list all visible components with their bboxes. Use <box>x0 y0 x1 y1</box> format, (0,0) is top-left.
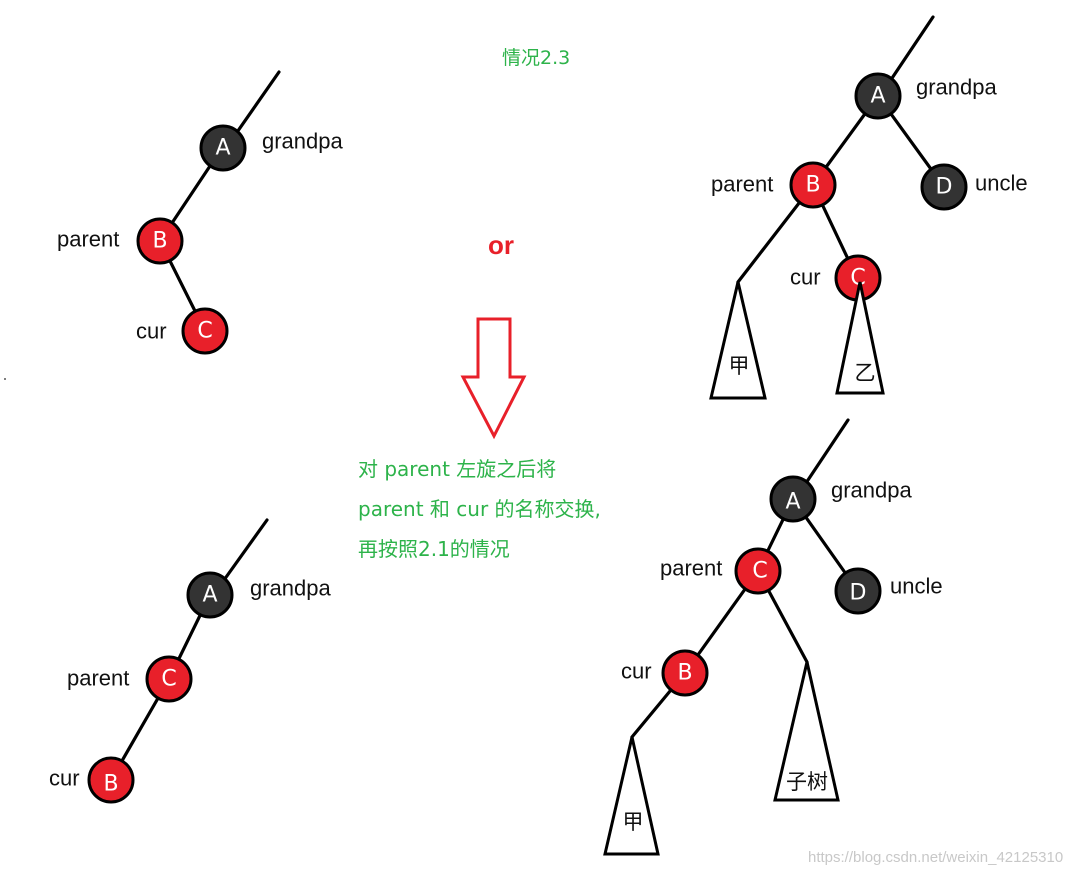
node-d <box>920 163 968 211</box>
node-c <box>181 307 229 355</box>
subtree-jia <box>603 736 660 856</box>
tree-top-left: A B C grandpa parent cur <box>57 70 344 355</box>
node-b <box>661 649 709 697</box>
uncle-label: uncle <box>890 574 943 599</box>
cur-label: cur <box>49 766 80 791</box>
parent-label: parent <box>660 556 722 581</box>
grandpa-label: grandpa <box>831 478 913 503</box>
node-a <box>199 124 247 172</box>
cur-label: cur <box>136 319 167 344</box>
parent-label: parent <box>711 172 773 197</box>
or-text: or <box>488 230 514 260</box>
tree-top-right: 甲 A B D C 乙 grandpa parent uncle cur <box>709 15 1028 400</box>
subtree-jia-label: 甲 <box>729 354 750 378</box>
stray-dot <box>4 378 6 380</box>
parent-label: parent <box>67 666 129 691</box>
node-c <box>145 655 193 703</box>
node-b-label: B <box>805 173 820 198</box>
node-b-label: B <box>677 661 692 686</box>
node-a-label: A <box>215 136 230 161</box>
node-a-label: A <box>785 490 800 515</box>
node-d-label: D <box>936 175 953 200</box>
node-c-label: C <box>161 667 176 692</box>
node-c-label: C <box>197 319 212 344</box>
node-a-label: A <box>202 583 217 608</box>
watermark-text: https://blog.csdn.net/weixin_42125310 <box>808 849 1063 866</box>
cur-label: cur <box>790 265 821 290</box>
node-d <box>834 567 882 615</box>
uncle-label: uncle <box>975 171 1028 196</box>
tree-bottom-right: 甲 子树 A C D B grandpa parent uncle cur <box>603 418 943 856</box>
down-arrow-icon <box>460 317 527 440</box>
node-a <box>186 571 234 619</box>
note-line-3: 再按照2.1的情况 <box>358 537 510 561</box>
subtree-yi-label: 乙 <box>855 361 876 385</box>
node-a-label: A <box>870 84 885 109</box>
node-b-label: B <box>103 772 118 797</box>
node-a <box>854 72 902 120</box>
grandpa-label: grandpa <box>250 576 332 601</box>
subtree-jia <box>709 281 767 400</box>
node-b <box>87 756 135 804</box>
case-title: 情况2.3 <box>502 47 570 69</box>
subtree-yi <box>835 281 885 395</box>
grandpa-label: grandpa <box>916 75 998 100</box>
subtree-jia-label: 甲 <box>623 810 644 834</box>
node-a <box>769 475 817 523</box>
subtree-zishu-label: 子树 <box>786 770 828 794</box>
node-c-label: C <box>752 559 767 584</box>
note-line-2: parent 和 cur 的名称交换, <box>358 497 601 521</box>
tree-bottom-left: A C B grandpa parent cur <box>49 518 332 804</box>
cur-label: cur <box>621 659 652 684</box>
parent-label: parent <box>57 227 119 252</box>
subtree-zishu <box>773 661 840 802</box>
note-line-1: 对 parent 左旋之后将 <box>358 457 556 481</box>
node-b <box>136 217 184 265</box>
node-b <box>789 161 837 209</box>
grandpa-label: grandpa <box>262 129 344 154</box>
node-b-label: B <box>152 229 167 254</box>
node-c <box>734 547 782 595</box>
node-d-label: D <box>850 581 867 606</box>
